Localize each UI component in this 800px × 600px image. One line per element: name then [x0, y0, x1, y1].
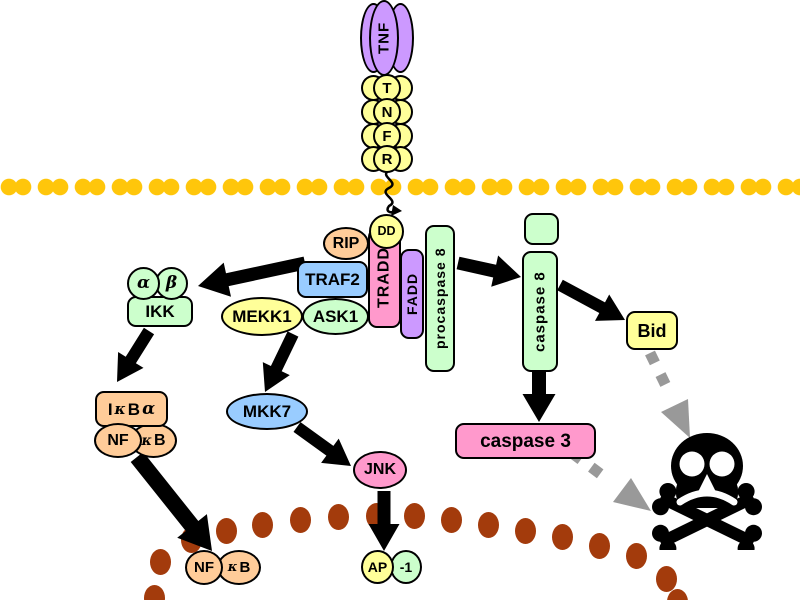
fadd-adapter: FADD	[400, 249, 424, 339]
nuclear-membrane-dot	[328, 504, 349, 530]
nuclear-membrane-dot	[252, 512, 273, 538]
nuclear-membrane-dot	[589, 533, 610, 559]
b-label: B	[239, 559, 251, 576]
arrow-caspase8-to-caspase3	[522, 369, 556, 422]
kappa-label: κ	[227, 560, 238, 575]
ap1-one-subunit: -1	[390, 550, 422, 584]
squiggle-arrowhead	[391, 205, 402, 216]
arrow-mkk7-to-jnk	[293, 422, 351, 466]
ikk-kinase: IKK	[127, 296, 193, 327]
bid-protein: Bid	[626, 311, 678, 350]
ask1-kinase: ASK1	[302, 298, 369, 335]
nuclear-membrane-dot	[667, 589, 688, 600]
ikb-kappa: κ	[114, 399, 126, 418]
death-domain: DD	[369, 214, 404, 249]
ikb-i: I	[107, 399, 113, 419]
jnk-kinase: JNK	[353, 451, 407, 489]
mekk1-kinase: MEKK1	[221, 297, 303, 336]
arrow-bid-to-death-head	[661, 399, 690, 438]
receptor-tail-squiggle	[384, 168, 396, 214]
arrow-caspase8-to-bid	[557, 279, 625, 321]
nuclear-membrane-dot	[552, 524, 573, 550]
nuclear-membrane-dot	[404, 503, 425, 529]
caspase-8: caspase 8	[522, 251, 558, 372]
arrow-caspase3-to-death-head	[613, 478, 651, 511]
tnfr-letter-n: N	[373, 98, 401, 126]
beta-label: β	[165, 273, 178, 293]
nuclear-membrane-dot	[216, 518, 237, 544]
arrow-ask1-to-mkk7	[262, 331, 299, 392]
tnfr-letter-r: R	[373, 145, 401, 173]
traf2-adapter: TRAF2	[297, 261, 368, 298]
procaspase-8: procaspase 8	[425, 225, 455, 372]
nuclear-membrane-dot	[478, 512, 499, 538]
nuclear-membrane-dot	[150, 549, 171, 575]
mkk7-kinase: MKK7	[226, 393, 308, 430]
alpha-label: α	[136, 273, 151, 293]
nuclear-membrane-dot	[441, 507, 462, 533]
arrow-nfkb-to-nucleus	[130, 452, 212, 551]
arrow-complex-to-ikk	[198, 256, 307, 297]
ikb-b: B	[127, 399, 141, 419]
nuclear-membrane-dot	[626, 543, 647, 569]
ap1-ap-subunit: AP	[361, 550, 394, 584]
nuclear-membrane-dot	[515, 518, 536, 544]
skull-crossbones-icon	[652, 433, 762, 550]
nuclear-nfkb-nf: NF	[185, 550, 223, 585]
arrow-ikk-to-ikb	[117, 327, 155, 382]
nuclear-membrane-dot	[656, 566, 677, 592]
tnf-ligand: TNF	[369, 0, 399, 76]
nuclear-membrane-dot	[290, 507, 311, 533]
caspase-3: caspase 3	[455, 423, 596, 459]
ikk-alpha-subunit: α	[127, 267, 160, 300]
nfkb-nf-subunit: NF	[94, 423, 142, 458]
arrow-bid-to-death-dashes	[645, 350, 675, 397]
arrow-jnk-to-ap1	[368, 491, 400, 551]
cell-membrane	[0, 176, 800, 198]
ikb-alpha-letter: α	[142, 398, 156, 419]
caspase-8-fragment	[524, 213, 559, 245]
b-label: B	[153, 431, 166, 449]
rip-kinase: RIP	[323, 227, 369, 260]
kappa-label: κ	[141, 432, 152, 449]
nuclear-membrane-dot	[144, 585, 165, 600]
arrow-complex-to-caspase8	[456, 255, 521, 287]
